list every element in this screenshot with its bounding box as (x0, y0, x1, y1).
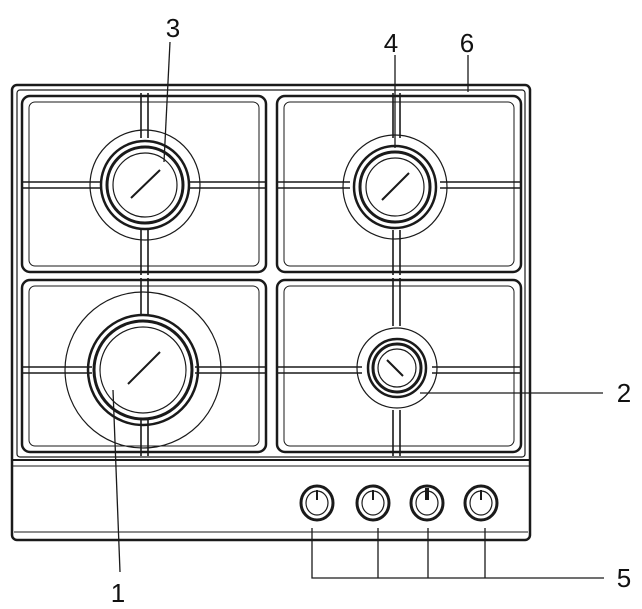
hob-inner-frame (16, 89, 526, 458)
leader-lines (112, 41, 604, 579)
pan-support-front-left (20, 278, 268, 454)
pan-support-rear-right (275, 94, 523, 274)
label-6: 6 (460, 28, 474, 58)
callout-labels: 3 4 6 1 2 5 (111, 13, 631, 608)
burner-front-right (356, 327, 438, 409)
label-2: 2 (617, 378, 631, 408)
label-3: 3 (166, 13, 180, 43)
control-knobs (299, 484, 499, 522)
burner-front-left (64, 291, 222, 449)
knob-3 (409, 484, 445, 522)
label-1: 1 (111, 578, 125, 608)
leader-3 (163, 41, 171, 163)
burner-rear-right (342, 134, 448, 240)
knob-2 (355, 484, 391, 522)
hob-body (10, 83, 532, 542)
burner-rear-left (89, 129, 201, 241)
leader-5 (311, 528, 604, 579)
knob-1 (299, 484, 335, 522)
label-5: 5 (617, 563, 631, 593)
hob-outer-frame (10, 83, 532, 542)
pan-support-rear-left (20, 94, 268, 274)
pan-support-front-right (275, 278, 523, 454)
label-4: 4 (384, 28, 398, 58)
knob-4 (463, 484, 499, 522)
grate-bars (22, 93, 521, 456)
leader-1 (112, 389, 121, 573)
